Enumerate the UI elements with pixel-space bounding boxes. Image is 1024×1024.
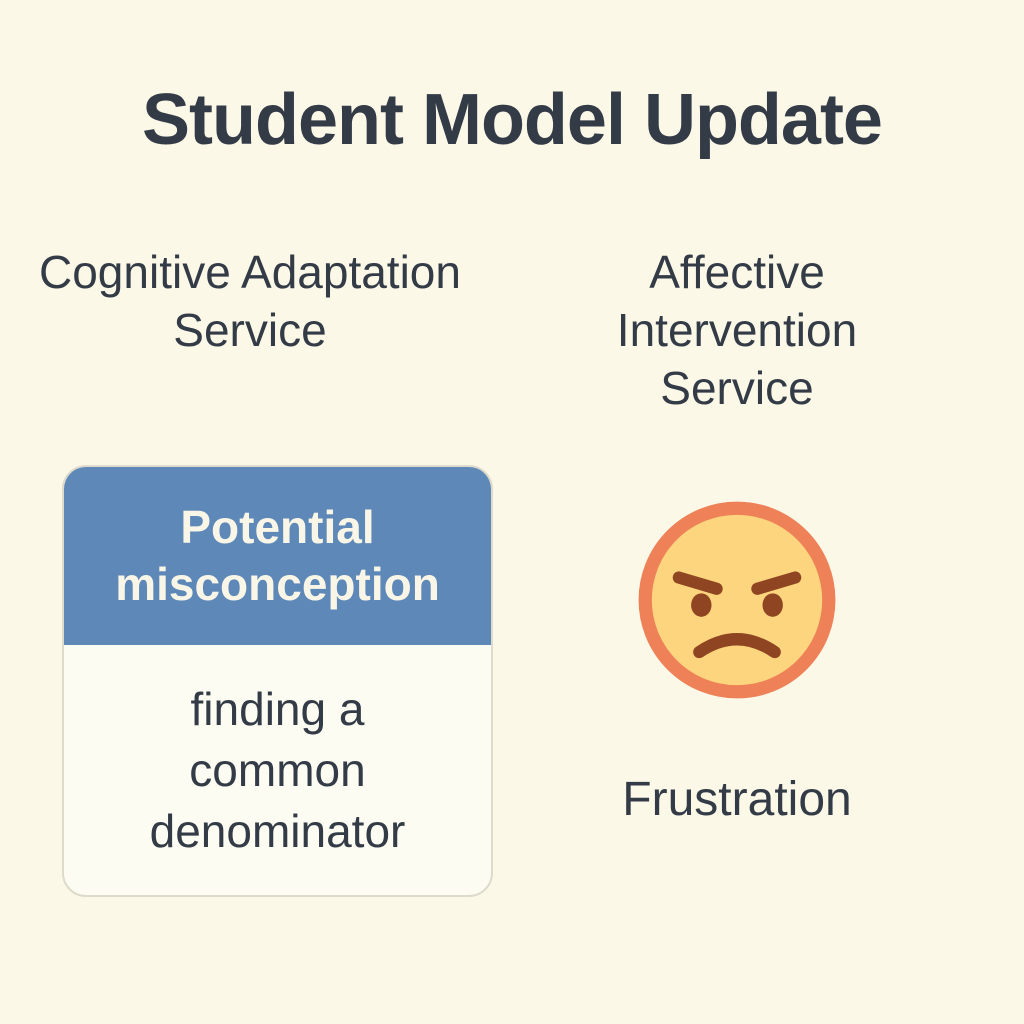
right-column-heading: Affective Intervention Service bbox=[616, 246, 858, 414]
misconception-card-body: finding a common denominator bbox=[64, 645, 491, 895]
left-column-heading: Cognitive Adaptation Service bbox=[39, 246, 461, 356]
emotion-label: Frustration bbox=[622, 773, 852, 826]
misconception-card-body-text: finding a common denominator bbox=[149, 682, 406, 857]
frustrated-face-icon bbox=[638, 501, 836, 699]
misconception-card: Potential misconception finding a common… bbox=[62, 465, 493, 897]
misconception-card-header-label: Potential misconception bbox=[115, 501, 440, 610]
misconception-card-header: Potential misconception bbox=[64, 467, 491, 645]
emotion-illustration bbox=[535, 498, 939, 702]
page-title: Student Model Update bbox=[142, 80, 883, 160]
